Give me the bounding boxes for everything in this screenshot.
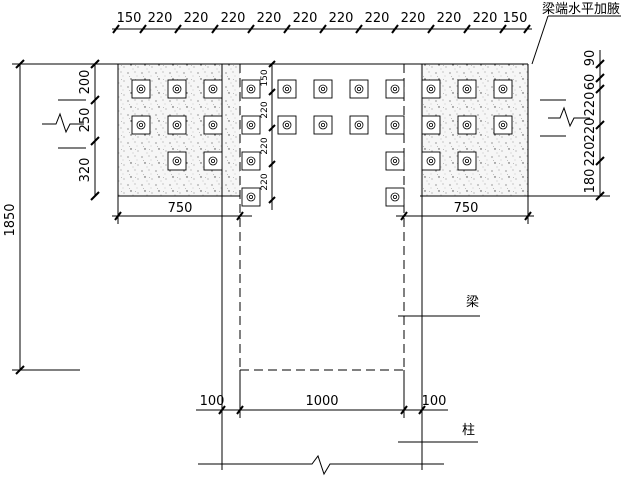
bolt-plate <box>277 115 297 135</box>
bolt-plate <box>385 151 405 171</box>
bolt-plate <box>203 79 223 99</box>
overall-height-dimension: 1850 <box>3 59 80 375</box>
bolt-plate <box>313 79 333 99</box>
top-dim-6: 220 <box>293 11 318 26</box>
left-row-dim-1: 200 <box>78 70 93 95</box>
bottom-dimensions: 100 1000 100 <box>196 370 448 418</box>
bolt-plate <box>167 151 187 171</box>
haunch-label: 梁端水平加腋 <box>542 2 620 17</box>
top-dim-3: 220 <box>184 11 209 26</box>
bolt-plate <box>421 151 441 171</box>
bolt-plate <box>241 115 261 135</box>
bottom-dim-center: 1000 <box>305 394 338 409</box>
left-row-dim-3: 320 <box>78 158 93 183</box>
top-dimension-labels: 150 220 220 220 220 220 220 220 220 220 … <box>117 11 528 26</box>
inner-col-dim-4: 220 <box>260 173 270 190</box>
right-break-symbol <box>548 106 590 128</box>
bolt-plate <box>277 79 297 99</box>
left-row-dimensions: 200 250 320 <box>42 59 118 201</box>
bolt-plate <box>349 79 369 99</box>
bolt-plate <box>313 115 333 135</box>
bottom-break-line <box>198 454 444 476</box>
beam-label-group: 梁 <box>398 295 480 317</box>
right-dim-6: 180 <box>583 169 598 194</box>
bolt-plate <box>241 79 261 99</box>
haunch-width-right: 750 <box>454 201 479 216</box>
bolt-plate <box>241 187 261 207</box>
beam-label: 梁 <box>466 295 479 310</box>
top-dim-11: 220 <box>473 11 498 26</box>
left-break-symbol <box>42 112 84 134</box>
top-dim-10: 220 <box>437 11 462 26</box>
column-label: 柱 <box>462 423 475 438</box>
overall-height-label: 1850 <box>3 203 18 236</box>
inner-col-dim-1: 150 <box>260 69 270 86</box>
bolt-plate <box>131 79 151 99</box>
bolt-plate <box>421 115 441 135</box>
haunch-width-dimensions: 750 750 <box>112 196 534 224</box>
bolt-plate <box>385 115 405 135</box>
inner-col-dim-3: 220 <box>260 137 270 154</box>
bolt-plate <box>457 79 477 99</box>
bolt-plate <box>421 79 441 99</box>
inner-column-dimensions: 150 220 220 220 <box>260 60 276 210</box>
right-dim-1: 90 <box>583 50 598 67</box>
bolt-plate <box>167 79 187 99</box>
right-dim-5: 220 <box>583 142 598 167</box>
bolt-plate <box>131 115 151 135</box>
bottom-dim-left: 100 <box>200 394 225 409</box>
right-dim-3: 220 <box>583 92 598 117</box>
top-dim-5: 220 <box>257 11 282 26</box>
top-dim-4: 220 <box>221 11 246 26</box>
top-dim-9: 220 <box>401 11 426 26</box>
top-dim-8: 220 <box>365 11 390 26</box>
right-dim-2: 60 <box>583 74 598 91</box>
bolt-plate <box>349 115 369 135</box>
right-dimensions: 90 60 220 220 220 180 <box>528 50 610 201</box>
bolt-plate <box>203 115 223 135</box>
right-dim-4: 220 <box>583 118 598 143</box>
haunch-width-left: 750 <box>168 201 193 216</box>
column-label-group: 柱 <box>398 423 478 443</box>
bolt-plate <box>167 115 187 135</box>
bolt-plates <box>131 79 513 207</box>
top-dim-1: 150 <box>117 11 142 26</box>
bolt-plate <box>385 79 405 99</box>
haunch-label-group: 梁端水平加腋 <box>531 2 621 65</box>
bolt-plate <box>385 187 405 207</box>
bolt-plate <box>203 151 223 171</box>
haunch-leader-line <box>531 15 549 65</box>
bolt-plate <box>241 151 261 171</box>
top-dimension-line <box>112 24 532 34</box>
bolt-plate <box>457 151 477 171</box>
left-row-dim-2: 250 <box>78 108 93 133</box>
bolt-plate <box>493 115 513 135</box>
top-dim-12: 150 <box>503 11 528 26</box>
top-dim-2: 220 <box>148 11 173 26</box>
bolt-plate <box>457 115 477 135</box>
inner-col-dim-2: 220 <box>260 101 270 118</box>
bolt-plate <box>493 79 513 99</box>
top-dim-7: 220 <box>329 11 354 26</box>
bottom-dim-right: 100 <box>422 394 447 409</box>
